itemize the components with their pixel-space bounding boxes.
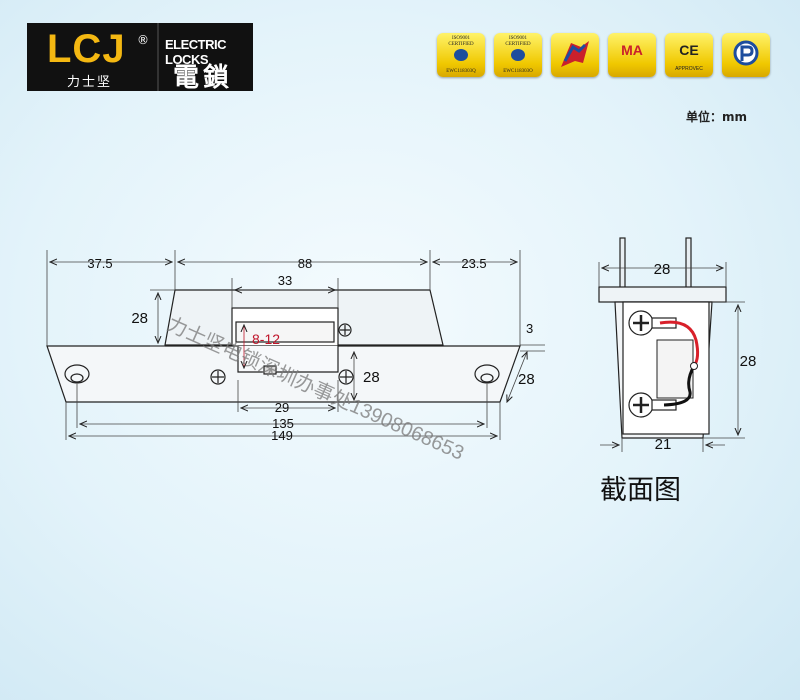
screw-left [210, 369, 226, 385]
screw-left-cross [212, 371, 224, 383]
dim-label-section-bottom: 21 [655, 436, 672, 453]
screw-right-cross [340, 371, 352, 383]
patent-icon [733, 40, 759, 66]
logo-text-area: ELECTRIC LOCKS 電鎖 [157, 23, 253, 93]
wire-junction [690, 362, 698, 370]
ma-cert-badge: MA [608, 33, 656, 77]
cert-line1: ISO9001 [451, 36, 471, 41]
registered-mark: ® [137, 33, 149, 47]
flag-icon [561, 41, 589, 67]
cert-line2: CERTIFIED [505, 42, 531, 47]
mounting-hole-left-inner [70, 373, 84, 383]
cert-seal-icon [511, 49, 525, 61]
latch-tab [263, 365, 277, 375]
terminal-screw-bottom-cross [633, 397, 649, 413]
cert-seal-icon [454, 49, 468, 61]
logo-chinese-name: 力士坚 [67, 75, 113, 90]
screw-top [338, 323, 352, 337]
section-caption: 截面图 [600, 475, 681, 506]
ce-cert-badge: CE APPROVEC [665, 33, 713, 77]
logo-mark: LCJ [47, 27, 126, 71]
front-view [46, 289, 521, 403]
front-dimensions [46, 250, 545, 440]
black-wire [663, 365, 696, 407]
mounting-post-left [619, 237, 626, 291]
dim-label-height-right: 28 [518, 371, 535, 388]
cert-line1: ISO9001 [508, 36, 528, 41]
patent-badge [722, 33, 770, 77]
quality-flag-badge [551, 33, 599, 77]
dim-label-height-left: 28 [131, 310, 148, 327]
cert-line2: CERTIFIED [448, 42, 474, 47]
dim-label-offset: 3 [526, 321, 533, 336]
ce-text: CE [679, 42, 699, 58]
ma-text: MA [621, 42, 643, 58]
red-wire [659, 320, 700, 367]
dim-label-149: 149 [271, 428, 293, 443]
section-dimensions [598, 262, 745, 452]
cert-code: EWC118303O [503, 69, 533, 74]
dim-label-23-5: 23.5 [461, 256, 486, 271]
terminal-block [656, 339, 694, 399]
screw-top-cross [340, 325, 350, 335]
mounting-hole-right-inner [480, 373, 494, 383]
dim-line-height-right [507, 352, 527, 402]
faceplate-step [237, 346, 339, 373]
mounting-hole-left [64, 364, 90, 384]
dim-label-height-mid: 28 [363, 369, 380, 386]
logo-english-text: ELECTRIC LOCKS [165, 37, 227, 67]
dim-label-section-side: 28 [740, 353, 757, 370]
dim-label-88: 88 [298, 256, 312, 271]
cert-code: EWC118303Q [446, 69, 476, 74]
section-flange [598, 286, 727, 303]
keeper-inner [235, 321, 335, 343]
mounting-post-right [685, 237, 692, 291]
logo-mark-area: LCJ ® 力士坚 [27, 23, 157, 91]
dim-label-section-top: 28 [654, 261, 671, 278]
section-view [598, 237, 727, 439]
logo-chinese-text: 電鎖 [173, 63, 234, 93]
dim-label-keeper: 8-12 [252, 331, 280, 347]
unit-label: 单位：mm [686, 110, 748, 124]
terminal-screw-top-cross [633, 315, 649, 331]
dim-label-135: 135 [272, 416, 294, 431]
mounting-hole-right [474, 364, 500, 384]
ce-approved-text: APPROVEC [675, 66, 703, 72]
dim-label-33: 33 [278, 273, 292, 288]
brand-logo: LCJ ® 力士坚 ELECTRIC LOCKS 電鎖 [27, 23, 253, 93]
dim-label-37-5: 37.5 [87, 256, 112, 271]
dim-label-29: 29 [275, 400, 289, 415]
